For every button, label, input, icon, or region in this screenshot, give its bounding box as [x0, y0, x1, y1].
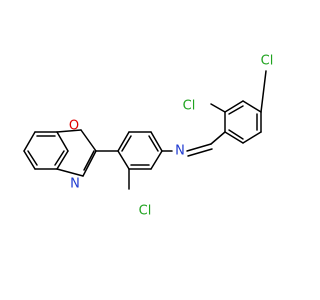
bond — [150, 131, 163, 152]
bond — [224, 131, 244, 144]
bond — [23, 131, 36, 152]
bond — [260, 70, 267, 113]
bond — [210, 103, 226, 113]
bond — [56, 131, 69, 152]
bond — [117, 150, 130, 170]
chlorine-atom-label: Cl — [183, 99, 196, 114]
bond — [150, 150, 163, 170]
chlorine-atom-label: Cl — [139, 204, 152, 219]
bond — [27, 150, 38, 166]
chlorine-atom-label: Cl — [261, 54, 274, 69]
bond — [148, 135, 159, 152]
nitrogen-atom-label: N — [70, 177, 80, 192]
bond — [224, 100, 244, 113]
bond — [117, 131, 130, 152]
atom-labels: O N N Cl Cl Cl — [69, 54, 273, 219]
bond — [23, 150, 36, 170]
imine-nitrogen-atom-label: N — [175, 144, 185, 159]
bond — [80, 129, 97, 152]
bond — [187, 148, 213, 157]
bond — [82, 150, 97, 177]
bond — [56, 150, 69, 170]
bond — [228, 105, 244, 115]
molecule-structure-diagram: O N N Cl Cl Cl — [23, 54, 273, 219]
bond — [210, 131, 226, 145]
bond — [56, 168, 84, 177]
bond — [121, 135, 132, 152]
bond — [242, 100, 262, 113]
oxygen-atom-label: O — [69, 119, 79, 134]
bond — [54, 150, 65, 166]
bond — [56, 129, 82, 133]
bond — [242, 131, 262, 144]
bond-lines — [23, 70, 267, 190]
bond — [83, 150, 95, 171]
bond — [228, 129, 244, 140]
bond — [186, 143, 212, 152]
